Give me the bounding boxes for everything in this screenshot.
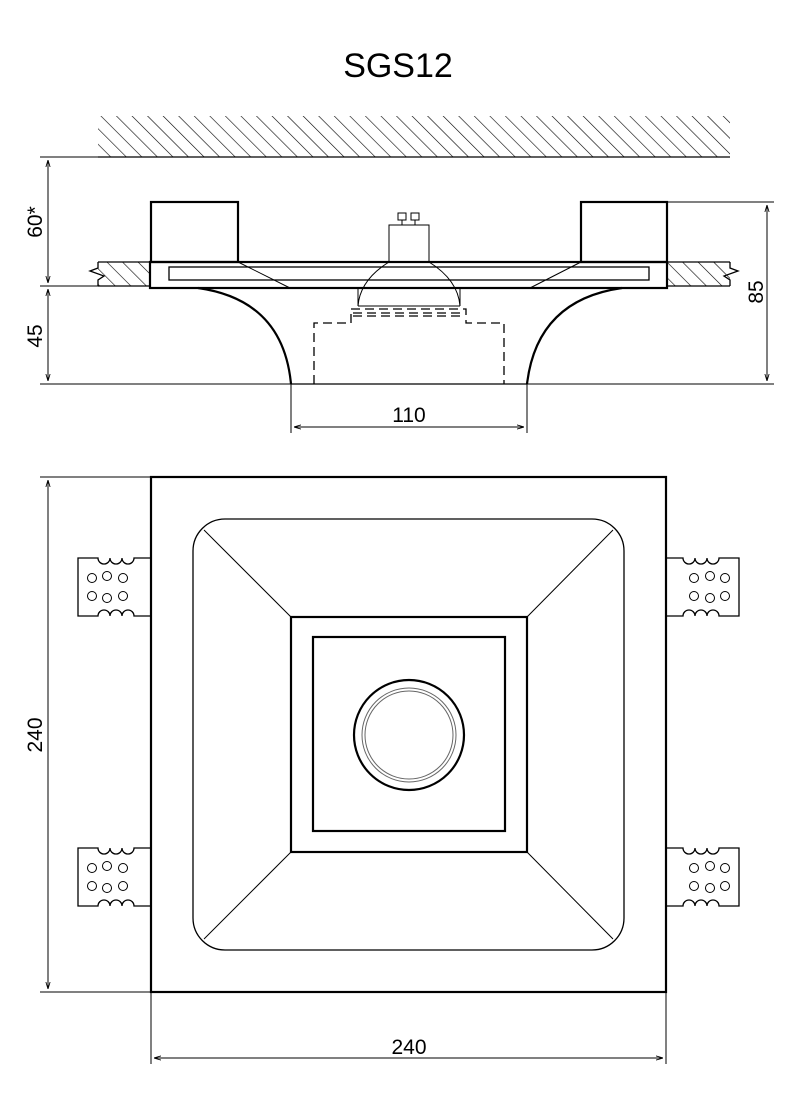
dimension-60: 60* — [24, 156, 98, 287]
ceiling-board — [88, 261, 740, 287]
break-mark-right — [722, 262, 740, 286]
side-section-view: 60* 45 85 110 — [24, 116, 774, 433]
mounting-tab-top-left — [77, 557, 151, 617]
recess-inner-square — [311, 635, 507, 833]
housing-curve-left — [197, 286, 293, 385]
ceiling-hatch — [98, 116, 730, 158]
lamp-ring-inner — [361, 687, 457, 783]
break-mark-left — [88, 262, 106, 286]
recess-outer-square — [289, 615, 529, 854]
outer-plate — [149, 475, 668, 994]
lamp-pin-left — [397, 212, 407, 221]
dimension-60-label: 60* — [24, 206, 47, 238]
dimension-240-horizontal: 240 — [150, 992, 667, 1064]
lamp-ring-outer — [352, 678, 466, 792]
top-view: 240 240 — [24, 475, 740, 1064]
lamp-recess-hidden-line — [313, 308, 505, 384]
dimension-45: 45 — [24, 289, 291, 385]
dimension-110: 110 — [290, 384, 528, 433]
dimension-240-vertical-label: 240 — [24, 717, 47, 752]
dimension-240-horizontal-label: 240 — [391, 1036, 426, 1059]
gu10-lamp — [357, 212, 461, 307]
mounting-tab-top-right — [666, 557, 740, 617]
fixing-block-right — [579, 200, 669, 264]
dimension-110-label: 110 — [392, 404, 425, 427]
inner-tray — [192, 518, 625, 951]
drawing-title: SGS12 — [343, 47, 453, 85]
dimension-85-label: 85 — [745, 280, 768, 303]
fixture-plate — [148, 260, 669, 290]
lamp-pin-right — [410, 212, 420, 221]
mounting-tab-bottom-right — [666, 847, 740, 907]
dimension-85: 85 — [527, 201, 774, 385]
dimension-240-vertical: 240 — [24, 476, 151, 993]
fixture-slot — [168, 266, 650, 281]
fixing-block-left — [149, 200, 240, 264]
housing-curve-right — [525, 286, 623, 385]
dimension-45-label: 45 — [24, 324, 47, 347]
mounting-tab-bottom-left — [77, 847, 151, 907]
